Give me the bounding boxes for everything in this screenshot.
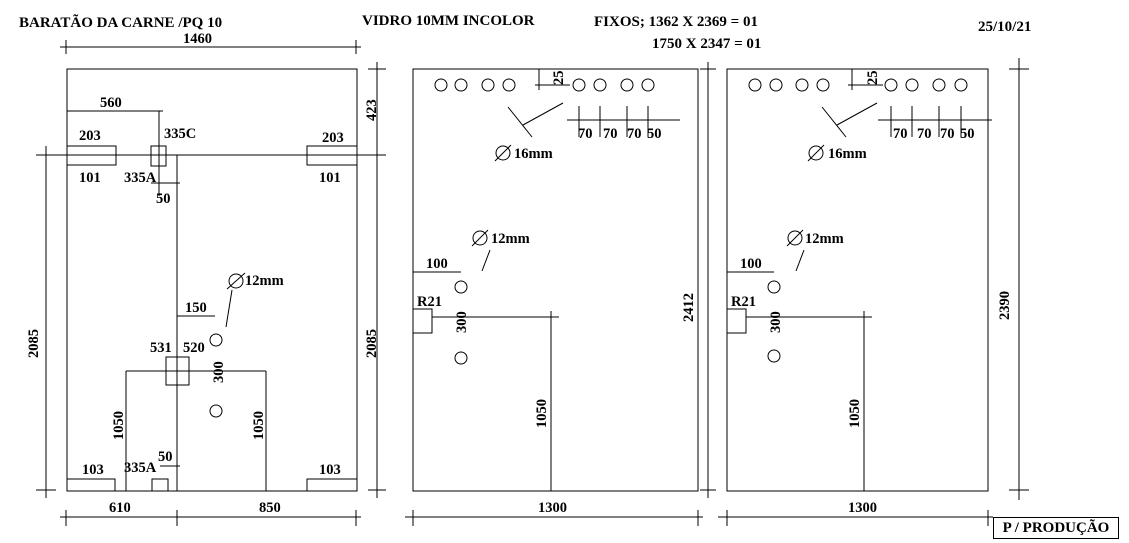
fp2-side-hole-label: 12mm — [805, 231, 844, 247]
fitting-335a-top: 335A — [124, 170, 157, 186]
door-patch-bottom-left — [66, 478, 116, 492]
lock-offset: 150 — [185, 300, 207, 316]
fp1-corner-radius: R21 — [417, 294, 442, 310]
door-top-offset: 423 — [364, 99, 380, 121]
patch-top-right-height: 101 — [319, 170, 341, 186]
patch-top-left-width: 203 — [79, 128, 101, 144]
fitting-335c: 335C — [164, 126, 196, 142]
fp2-spacing-2: 70 — [917, 126, 932, 142]
fp1-spacing-4: 50 — [647, 126, 662, 142]
fp2-corner-cut — [726, 308, 747, 334]
lock-520: 520 — [183, 340, 205, 356]
production-label: P / PRODUÇÃO — [993, 517, 1119, 539]
patch-bottom-right: 103 — [319, 462, 341, 478]
door-height-left-1050: 1050 — [111, 411, 127, 440]
door-patch-top-right — [306, 145, 358, 166]
fp2-spacing-4: 50 — [960, 126, 975, 142]
door-panel: 1460 2085 423 2085 560 203 101 203 101 3… — [26, 31, 386, 526]
patch-top-right-width: 203 — [322, 130, 344, 146]
fixed-panel-2-outline — [726, 68, 989, 492]
patch-top-left-height: 101 — [79, 170, 101, 186]
fp1-side-hole-label: 12mm — [491, 231, 530, 247]
door-bottom-right-width: 850 — [259, 500, 281, 516]
fp2-top-hole-label: 16mm — [828, 146, 867, 162]
fp2-spacing-1: 70 — [893, 126, 908, 142]
fitting-335a-bottom: 335A — [124, 460, 157, 476]
door-hole-label: 12mm — [245, 273, 284, 289]
door-hinge-fitting-bottom — [151, 478, 169, 492]
fp2-corner-radius: R21 — [731, 294, 756, 310]
fp2-side-offset: 100 — [740, 256, 762, 272]
fp2-hole-height: 1050 — [847, 399, 863, 428]
date: 25/10/21 — [978, 19, 1032, 35]
door-hinge-fitting-top — [150, 145, 167, 167]
fp2-hole-spacing: 300 — [768, 311, 784, 333]
fp1-spacing-3: 70 — [627, 126, 642, 142]
fp1-spacing-2: 70 — [603, 126, 618, 142]
door-right-height: 2085 — [364, 329, 380, 358]
offset-50-bottom: 50 — [158, 449, 173, 465]
door-left-height: 2085 — [26, 329, 42, 358]
fp1-hole-height: 1050 — [534, 399, 550, 428]
patch-bottom-left: 103 — [82, 462, 104, 478]
door-total-width: 1460 — [183, 31, 212, 47]
lock-531: 531 — [150, 340, 172, 356]
fp2-width: 1300 — [848, 500, 877, 516]
fp2-height: 2390 — [997, 291, 1013, 320]
door-patch-bottom-right — [306, 478, 358, 492]
fp1-height: 2412 — [681, 293, 697, 322]
fixed-panel-1-outline — [412, 68, 699, 492]
door-outline — [66, 68, 358, 492]
fixed-panel-2: 25 70 70 70 50 16mm 12mm 100 300 R21 105… — [718, 58, 1029, 526]
fixos-line-1: FIXOS; 1362 X 2369 = 01 — [594, 14, 758, 30]
door-patch-top-left — [66, 145, 117, 166]
client-title: BARATÃO DA CARNE /PQ 10 — [19, 15, 223, 31]
door-bottom-left-width: 610 — [109, 500, 131, 516]
fp1-top-hole-label: 16mm — [514, 146, 553, 162]
fp1-hole-spacing: 300 — [454, 311, 470, 333]
offset-50-top: 50 — [156, 191, 171, 207]
door-hole-spacing: 300 — [211, 361, 227, 383]
fp2-top-offset: 25 — [865, 71, 881, 86]
fixos-line-2: 1750 X 2347 = 01 — [652, 36, 762, 52]
fp1-width: 1300 — [538, 500, 567, 516]
fp1-spacing-1: 70 — [578, 126, 593, 142]
door-height-right-1050: 1050 — [251, 411, 267, 440]
fp1-corner-cut — [412, 308, 433, 334]
material-title: VIDRO 10MM INCOLOR — [362, 13, 535, 29]
door-hinge-offset: 560 — [100, 95, 122, 111]
fp1-top-offset: 25 — [551, 71, 567, 86]
fixed-panel-1: 25 70 70 70 50 16mm 12mm 100 300 R21 105… — [405, 62, 716, 526]
fp1-side-offset: 100 — [426, 256, 448, 272]
fp2-spacing-3: 70 — [940, 126, 955, 142]
